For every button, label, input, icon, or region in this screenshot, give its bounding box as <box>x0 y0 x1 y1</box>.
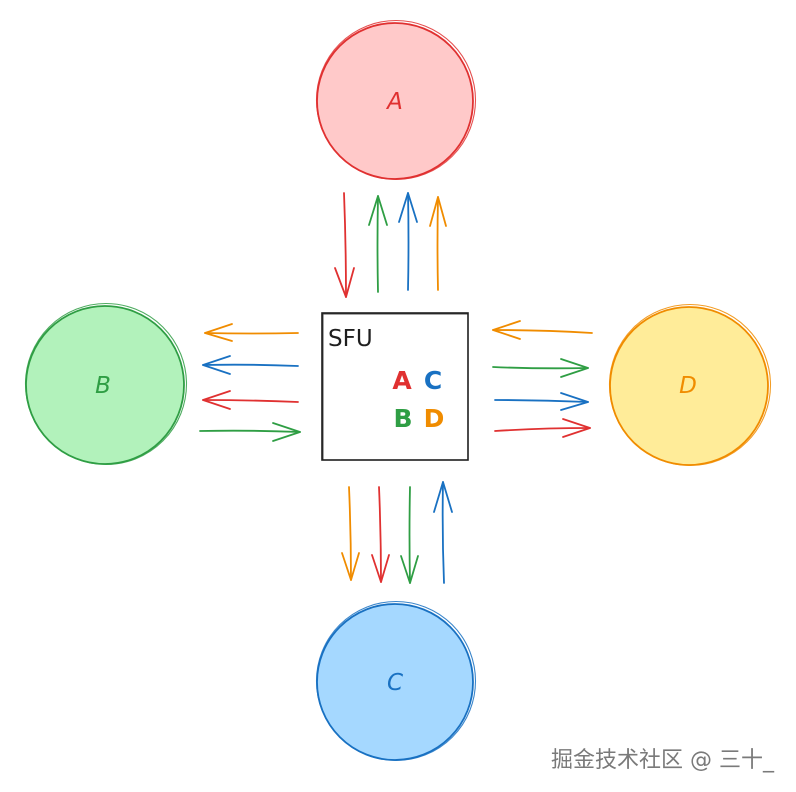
arrow-head <box>562 418 591 438</box>
arrow-head <box>433 481 453 513</box>
node-a-label: A <box>385 89 403 115</box>
node-d-circle-sketch <box>608 303 772 467</box>
node-c-circle-sketch <box>315 600 477 762</box>
arrow-c-stream-to-b <box>202 355 299 375</box>
arrow-shaft <box>202 399 299 403</box>
arrow-d-stream-to-sfu <box>492 320 593 340</box>
arrow-shaft <box>202 363 299 367</box>
sfu-stream-b: B <box>393 404 412 433</box>
arrow-d-stream-to-c <box>341 486 360 581</box>
arrow-b-stream-to-d <box>492 358 589 378</box>
arrow-shaft <box>492 366 589 370</box>
arrow-shaft <box>494 427 591 432</box>
arrow-a-stream-to-c <box>371 486 390 583</box>
arrow-b-stream-to-a <box>368 195 388 293</box>
arrow-shaft <box>348 486 352 581</box>
arrow-head <box>400 555 419 584</box>
arrow-shaft <box>436 196 439 291</box>
node-d-label: D <box>679 373 697 399</box>
arrow-head <box>429 196 447 227</box>
arrow-shaft <box>408 486 411 584</box>
arrow-head <box>202 390 231 410</box>
arrow-shaft <box>407 192 410 291</box>
arrow-head <box>492 320 521 340</box>
node-c-label: C <box>387 670 403 696</box>
arrow-head <box>272 422 301 442</box>
arrow-head <box>560 358 589 378</box>
arrow-c-stream-to-sfu <box>433 481 453 584</box>
sfu-server: SFU A C B D <box>321 312 469 461</box>
sfu-box-sketch <box>322 313 469 461</box>
arrow-c-stream-to-d <box>494 392 589 411</box>
node-d: D <box>608 303 772 467</box>
arrow-b-stream-to-sfu <box>199 422 301 442</box>
arrow-shaft <box>199 429 301 433</box>
arrow-shaft <box>376 195 379 293</box>
arrow-head <box>560 392 589 411</box>
node-b-label: B <box>95 373 111 399</box>
node-c: C <box>315 600 477 762</box>
sfu-stream-a: A <box>392 366 412 395</box>
arrow-head <box>202 355 231 375</box>
node-a: A <box>315 19 477 181</box>
arrow-shaft <box>204 332 299 335</box>
arrow-head <box>371 554 390 583</box>
arrow-shaft <box>343 192 347 298</box>
arrow-head <box>341 552 360 581</box>
sfu-stream-d: D <box>424 404 445 433</box>
node-b: B <box>24 302 188 466</box>
arrow-shaft <box>494 399 589 403</box>
arrow-head <box>398 192 418 223</box>
arrow-d-stream-to-a <box>429 196 447 291</box>
arrow-head <box>368 195 388 226</box>
sfu-stream-c: C <box>424 366 442 395</box>
arrow-d-stream-to-b <box>204 323 299 342</box>
arrow-c-stream-to-a <box>398 192 418 291</box>
arrow-a-stream-to-b <box>202 390 299 410</box>
arrow-shaft <box>492 329 593 334</box>
arrow-a-stream-to-d <box>494 418 591 438</box>
arrow-shaft <box>378 486 382 583</box>
node-a-circle-sketch <box>315 19 477 181</box>
sfu-title: SFU <box>328 326 373 352</box>
watermark: 掘金技术社区 @ 三十_ <box>551 748 775 773</box>
arrow-a-stream-to-sfu <box>334 192 355 298</box>
arrow-shaft <box>441 481 445 584</box>
node-b-circle-sketch <box>24 302 188 466</box>
arrow-head <box>204 323 233 342</box>
arrow-b-stream-to-c <box>400 486 419 584</box>
arrow-head <box>334 267 355 298</box>
